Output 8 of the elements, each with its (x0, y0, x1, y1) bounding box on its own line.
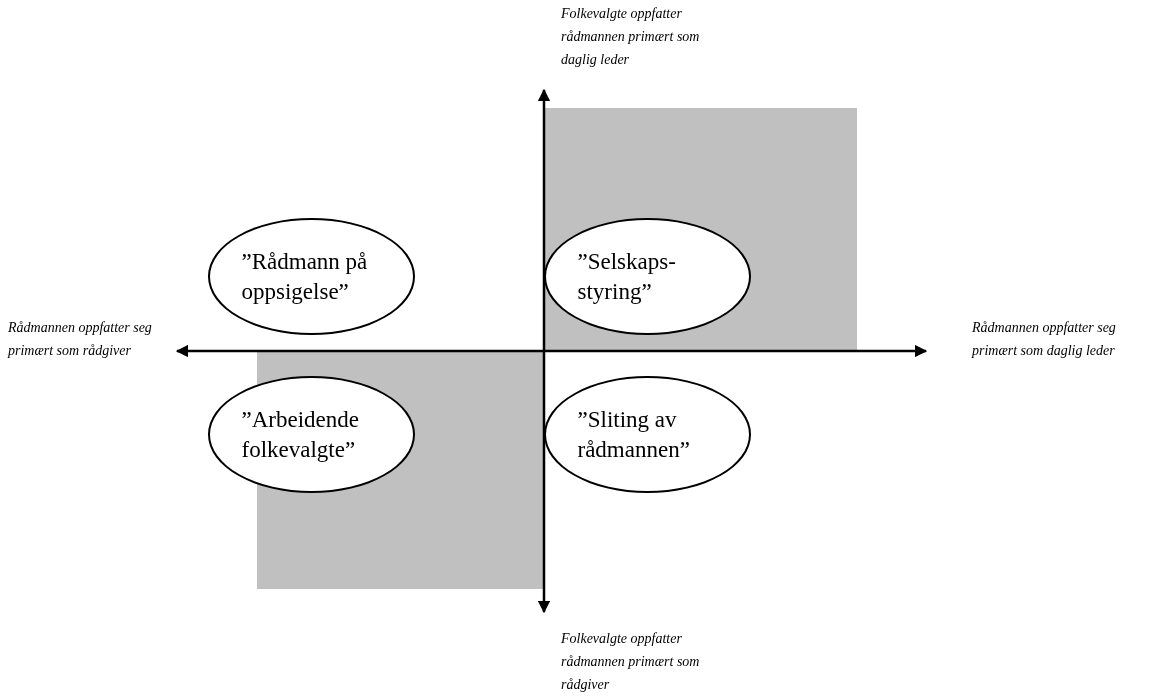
axis-label: Folkevalgte oppfatter rådmannen primært som rådgiver (561, 630, 701, 694)
quadrant-title: ”Sliting av rådmannen” (577, 405, 691, 464)
axis-label: Rådmannen oppfatter seg primært som rådgiver (8, 319, 153, 360)
axis-label: Rådmannen oppfatter seg primært som daglig leder (972, 319, 1117, 360)
quadrant-title: ”Selskaps- styring” (577, 247, 677, 306)
quadrant-title: ”Rådmann på oppsigelse” (241, 247, 369, 306)
axis-label: Folkevalgte oppfatter rådmannen primært som daglig leder (561, 5, 701, 69)
quadrant-title: ”Arbeidende folkevalgte” (241, 405, 360, 464)
